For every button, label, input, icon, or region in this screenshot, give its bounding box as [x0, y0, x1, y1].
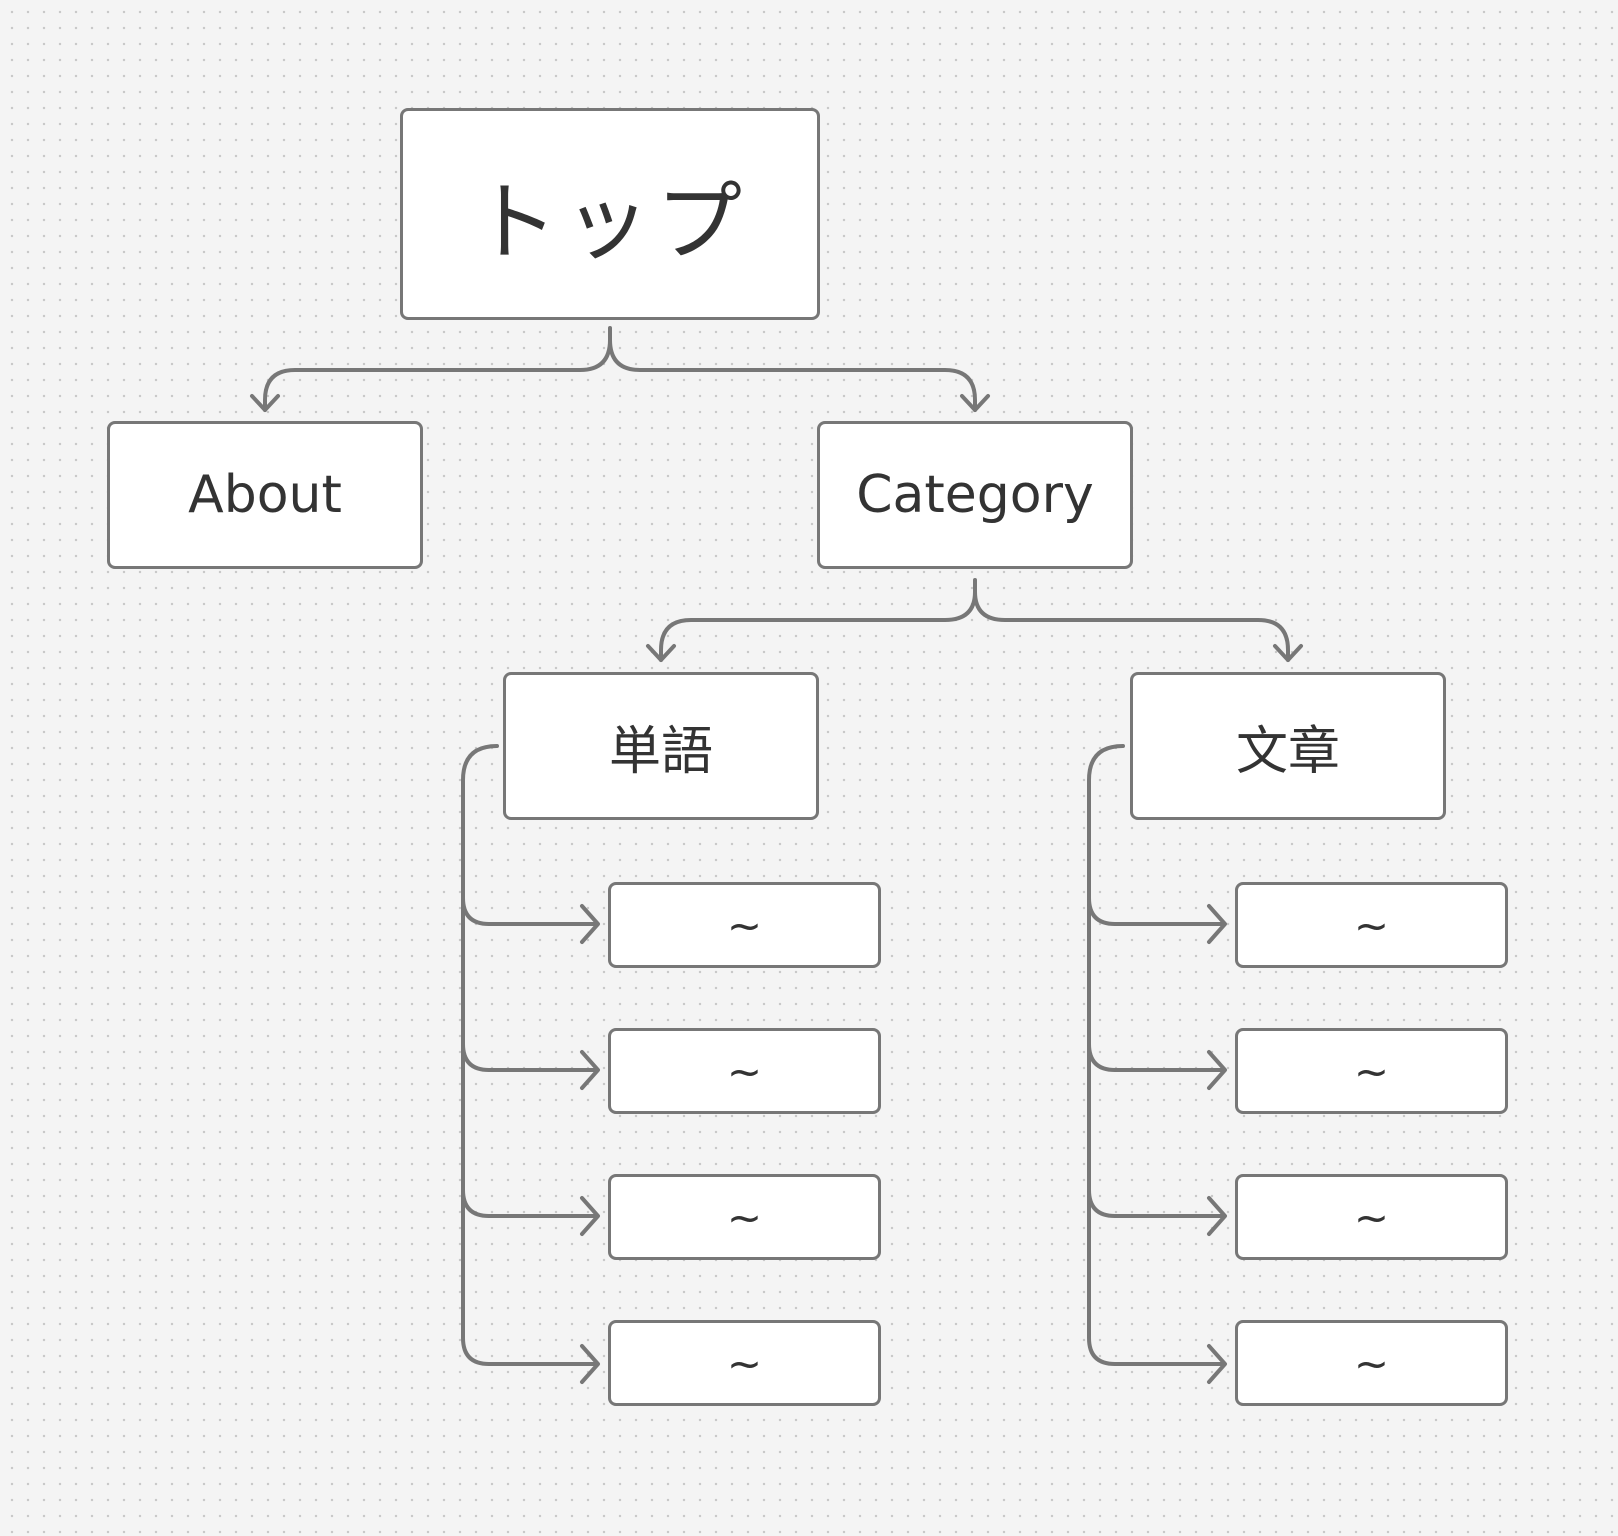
connector-words-branch-3: [461, 1188, 598, 1218]
node-sentences[interactable]: 文章: [1130, 672, 1446, 820]
node-about[interactable]: About: [107, 421, 423, 569]
arrowhead-about: [250, 394, 280, 412]
arrowhead-sentences-leaf-2: [1207, 1050, 1227, 1090]
node-top-label: トップ: [472, 172, 748, 273]
arrowhead-sentences-leaf-1: [1207, 904, 1227, 944]
node-about-label: About: [188, 465, 342, 525]
leaf-label: ~: [1353, 1192, 1390, 1242]
leaf-label: ~: [1353, 1046, 1390, 1096]
node-words-leaf-2[interactable]: ~: [608, 1028, 881, 1114]
connector-root-to-about: [263, 326, 612, 412]
leaf-label: ~: [1353, 1338, 1390, 1388]
connector-category-to-sentences: [973, 590, 1290, 662]
node-words-leaf-1[interactable]: ~: [608, 882, 881, 968]
arrowhead-sentences-leaf-4: [1207, 1344, 1227, 1384]
connector-sentences-branch-1: [1087, 896, 1225, 926]
node-words-leaf-3[interactable]: ~: [608, 1174, 881, 1260]
connector-sentences-trunk: [1087, 744, 1225, 1366]
connector-sentences-branch-2: [1087, 1042, 1225, 1072]
arrowhead-words-leaf-4: [580, 1344, 600, 1384]
node-words-leaf-4[interactable]: ~: [608, 1320, 881, 1406]
connector-words-trunk: [461, 744, 598, 1366]
arrowhead-sentences-leaf-3: [1207, 1196, 1227, 1236]
node-sentences-leaf-4[interactable]: ~: [1235, 1320, 1508, 1406]
connector-root-to-category: [608, 338, 977, 412]
node-sentences-leaf-3[interactable]: ~: [1235, 1174, 1508, 1260]
leaf-label: ~: [1353, 900, 1390, 950]
node-sentences-leaf-2[interactable]: ~: [1235, 1028, 1508, 1114]
node-words-label: 単語: [608, 721, 713, 782]
leaf-label: ~: [726, 1192, 763, 1242]
leaf-label: ~: [726, 900, 763, 950]
arrowhead-words: [646, 644, 676, 662]
arrowhead-words-leaf-3: [580, 1196, 600, 1236]
node-category-label: Category: [856, 465, 1094, 525]
leaf-label: ~: [726, 1046, 763, 1096]
arrowhead-sentences: [1273, 644, 1303, 662]
node-sentences-leaf-1[interactable]: ~: [1235, 882, 1508, 968]
node-category[interactable]: Category: [817, 421, 1133, 569]
connector-words-branch-2: [461, 1042, 598, 1072]
leaf-label: ~: [726, 1338, 763, 1388]
arrowhead-category: [960, 394, 990, 412]
node-sentences-label: 文章: [1235, 721, 1340, 782]
node-words[interactable]: 単語: [503, 672, 819, 820]
arrowhead-words-leaf-1: [580, 904, 600, 944]
connector-category-to-words: [659, 578, 977, 662]
connector-words-branch-1: [461, 896, 598, 926]
arrowhead-words-leaf-2: [580, 1050, 600, 1090]
connector-sentences-branch-3: [1087, 1188, 1225, 1218]
node-top[interactable]: トップ: [400, 108, 820, 320]
